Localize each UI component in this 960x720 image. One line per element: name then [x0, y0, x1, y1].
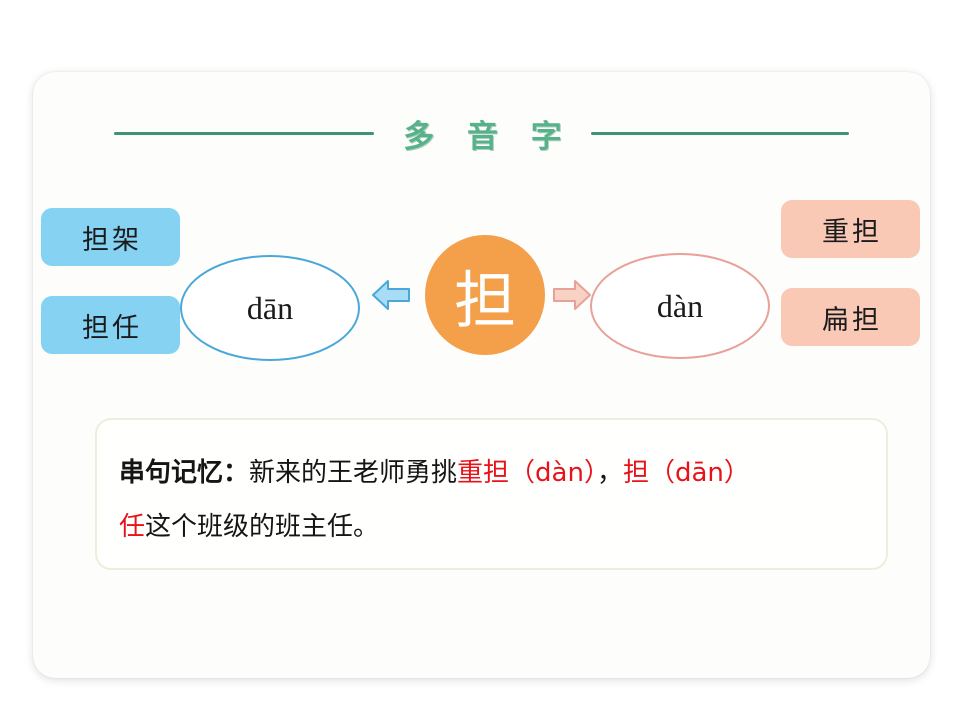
- center-character-label: 担: [453, 264, 516, 337]
- pinyin-right-label: dàn: [656, 287, 704, 324]
- mnemonic-label: 串句记忆: [119, 458, 224, 488]
- mnemonic-highlight-dan1: 担（dān）: [622, 458, 750, 488]
- pinyin-ellipse-left[interactable]: dān: [180, 255, 360, 361]
- content-card: 多 音 字 担架 担任 重担 扁担 dān: [33, 72, 930, 678]
- word-chip-left-1-label: 担架: [82, 224, 142, 256]
- pinyin-left-label: dān: [246, 289, 294, 326]
- mnemonic-text-black-a: 新来的王老师勇挑: [249, 458, 458, 488]
- word-chip-left-1[interactable]: 担架: [41, 208, 180, 266]
- mnemonic-box: 串句记忆：新来的王老师勇挑重担（dàn），担（dān） 任这个班级的班主任。: [95, 418, 888, 570]
- arrow-left-icon: [370, 275, 412, 315]
- word-chip-right-2-label: 扁担: [822, 304, 882, 336]
- mnemonic-colon: ：: [223, 458, 250, 488]
- word-chip-left-2-label: 担任: [82, 312, 142, 344]
- page-title: 多 音 字: [403, 118, 573, 155]
- mnemonic-highlight-dan4: 重担（dàn）: [457, 458, 597, 488]
- mnemonic-line-1: 串句记忆：新来的王老师勇挑重担（dàn），担（dān）: [119, 446, 860, 500]
- center-character-circle[interactable]: 担: [425, 235, 545, 355]
- title-rule-right: [590, 131, 849, 135]
- arrow-right-icon: [551, 275, 593, 315]
- pinyin-ellipse-right[interactable]: dàn: [590, 253, 770, 359]
- polyphone-diagram: 担架 担任 重担 扁担 dān dàn: [33, 72, 930, 678]
- mnemonic-text-black-c: 这个班级的班主任。: [145, 512, 380, 542]
- mnemonic-highlight-ren: 任: [119, 512, 146, 542]
- word-chip-right-1-label: 重担: [822, 216, 882, 248]
- title-row: 多 音 字: [33, 104, 930, 162]
- word-chip-right-1[interactable]: 重担: [781, 200, 920, 258]
- title-rule-left: [114, 131, 375, 135]
- word-chip-left-2[interactable]: 担任: [41, 296, 180, 354]
- word-chip-right-2[interactable]: 扁担: [781, 288, 920, 346]
- mnemonic-text-black-b: ，: [596, 458, 623, 488]
- mnemonic-line-2: 任这个班级的班主任。: [119, 500, 860, 554]
